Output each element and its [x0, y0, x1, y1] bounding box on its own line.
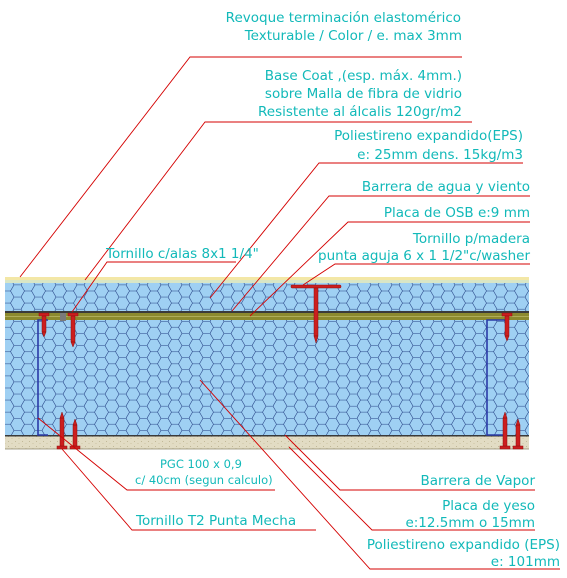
- label-basecoat-line2: sobre Malla de fibra de vidrio: [265, 86, 462, 102]
- washer-icon: [60, 313, 66, 321]
- leader-basecoat: [84, 121, 472, 281]
- label-eps-int-line1: Poliestireno expandido (EPS): [367, 537, 560, 553]
- label-basecoat-line1: Base Coat ,(esp. máx. 4mm.): [265, 68, 462, 84]
- leader-tornillo-alas: [71, 261, 236, 313]
- leader-barrera-agua: [231, 195, 530, 312]
- leader-vapor: [284, 434, 535, 491]
- leader-tornillo-t2: [61, 448, 316, 531]
- screw-icon: [38, 284, 524, 450]
- leader-eps-int: [199, 379, 560, 570]
- label-revoque-line1: Revoque terminación elastomérico: [226, 10, 461, 26]
- leader-revoque: [19, 56, 462, 278]
- label-tornillo-alas: Tornillo c/alas 8x1 1/4": [105, 246, 259, 262]
- label-pgc-line2: c/ 40cm (segun calculo): [135, 473, 273, 487]
- label-tornillo-madera-line1: Tornillo p/madera: [412, 231, 530, 247]
- label-yeso-line1: Placa de yeso: [442, 498, 535, 514]
- labels: Revoque terminación elastomérico Textura…: [105, 10, 560, 570]
- leader-yeso: [288, 446, 535, 531]
- leader-eps-ext: [209, 162, 523, 299]
- layer-stack: [5, 277, 529, 450]
- base-coat-layer: [5, 280, 529, 283]
- label-pgc-line1: PGC 100 x 0,9: [160, 457, 242, 471]
- label-revoque-line2: Texturable / Color / e. max 3mm: [244, 28, 462, 44]
- label-tornillo-t2: Tornillo T2 Punta Mecha: [135, 513, 296, 529]
- label-yeso-line2: e:12.5mm o 15mm: [405, 515, 535, 531]
- label-eps-int-line2: e: 101mm: [491, 554, 560, 570]
- label-tornillo-madera-line2: punta aguja 6 x 1 1/2"c/washer: [318, 248, 530, 264]
- label-barrera-agua: Barrera de agua y viento: [362, 179, 530, 195]
- label-barrera-vapor: Barrera de Vapor: [420, 473, 535, 489]
- label-eps-ext-line1: Poliestireno expandido(EPS): [334, 128, 523, 144]
- label-eps-ext-line2: e: 25mm dens. 15kg/m3: [357, 147, 523, 163]
- leader-tornillo-madera: [302, 263, 530, 286]
- leader-lines: [19, 56, 560, 570]
- leader-osb: [249, 221, 530, 317]
- leader-pgc: [37, 417, 275, 491]
- gypsum-board-layer: [5, 436, 529, 449]
- finish-coat-layer: [5, 277, 529, 280]
- vapor-barrier-layer: [5, 435, 529, 437]
- water-barrier-layer: [5, 311, 529, 313]
- label-osb: Placa de OSB e:9 mm: [384, 205, 530, 221]
- label-basecoat-line3: Resistente al álcalis 120gr/m2: [258, 104, 462, 120]
